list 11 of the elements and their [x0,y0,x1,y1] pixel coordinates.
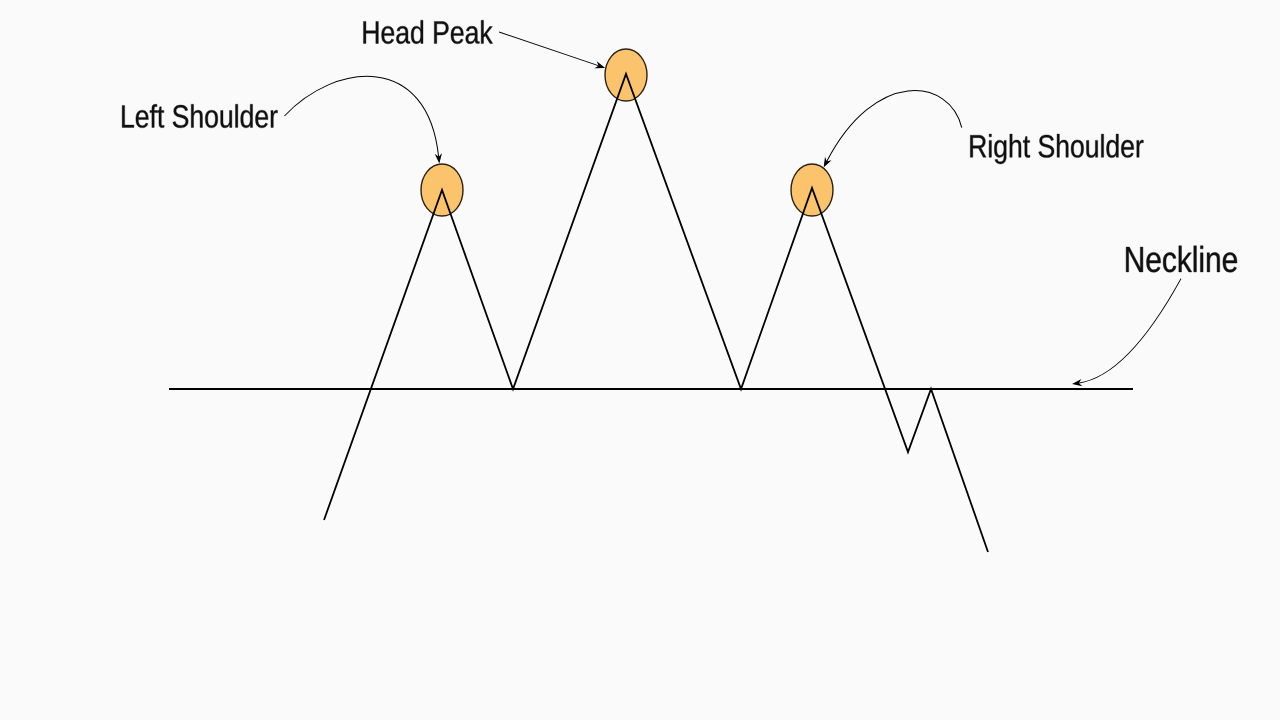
leader-arrow [823,90,963,167]
callout-label: Right Shoulder [970,133,1144,165]
peak-marker [604,48,648,102]
leader-arrow [283,76,442,163]
peak-marker [420,163,464,217]
leader-arrow [498,31,605,69]
peak-marker [790,163,834,217]
leader-arrow [1072,278,1182,386]
callout-label: Head Peak [363,20,493,44]
callout-label: Neckline [1126,245,1237,273]
callout-label: Left Shoulder [121,104,278,128]
